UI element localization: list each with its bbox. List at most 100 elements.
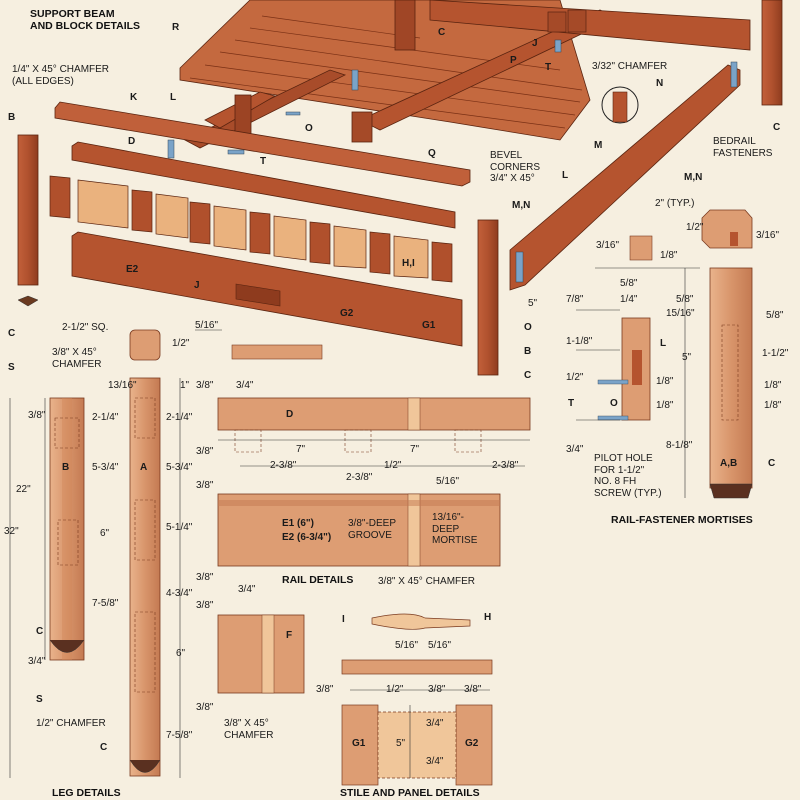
part-label-s: S	[36, 694, 43, 705]
part-label-t: T	[260, 156, 267, 167]
note-chamfer-quarter: 1/4" X 45° CHAMFER (ALL EDGES)	[12, 64, 110, 87]
dim-label: 1/2"	[384, 460, 402, 471]
part-label-l: L	[660, 338, 667, 349]
note-half-chamfer: 1/2" CHAMFER	[36, 718, 106, 729]
note-chamfer-rail: 3/8" X 45° CHAMFER	[378, 576, 476, 587]
part-label-c: C	[524, 370, 532, 381]
leg-top-square	[129, 329, 161, 361]
rail-f-detail	[217, 614, 305, 694]
title-support-beam: SUPPORT BEAM AND BLOCK DETAILS	[30, 8, 141, 33]
dim-label: 1/8"	[764, 380, 782, 391]
dim-label: 1/8"	[660, 250, 678, 261]
dim-label: 7/8"	[566, 294, 584, 305]
dim-label: 3/8"	[196, 702, 214, 713]
leg-b-left	[17, 134, 39, 286]
dim-label: 8-1/8"	[666, 440, 693, 451]
part-label-p: P	[510, 55, 517, 66]
leg-a-detail	[129, 377, 161, 777]
dim-label: 1-1/8"	[566, 336, 593, 347]
dim-label: 3/8"	[196, 572, 214, 583]
part-label-o: O	[610, 398, 618, 409]
leg-b-right	[477, 219, 499, 376]
dim-label: 5/16"	[195, 320, 219, 331]
dim-label: 1/2"	[172, 338, 190, 349]
part-label-m: M	[594, 140, 603, 151]
rail-d-detail	[217, 397, 531, 431]
dim-label: 3/4"	[28, 656, 46, 667]
dim-label: 3/16"	[756, 230, 780, 241]
part-label-t: T	[545, 62, 552, 73]
part-label-l: L	[562, 170, 569, 181]
dim-label: 1/4"	[620, 294, 638, 305]
dim-label: 5/8"	[766, 310, 784, 321]
dim-label: 5-3/4"	[92, 462, 119, 473]
dim-label: 3/8"	[428, 684, 446, 695]
note-bedrail-fasteners: BEDRAIL FASTENERS	[713, 136, 773, 159]
dim-label: 2-3/8"	[346, 472, 373, 483]
dim-label: 5/16"	[436, 476, 460, 487]
part-label-n: N	[656, 78, 664, 89]
part-label-k: K	[130, 92, 138, 103]
dim-label: 1/2"	[566, 372, 584, 383]
dim-label: 2-3/8"	[270, 460, 297, 471]
dim-label: 5-3/4"	[166, 462, 193, 473]
part-label-b: B	[62, 462, 70, 473]
dim-label: 32"	[4, 526, 19, 537]
part-label-g1: G1	[352, 738, 366, 749]
dim-label: 5"	[396, 738, 406, 749]
dim-label: 3/8"	[196, 480, 214, 491]
dim-label: 15/16"	[666, 308, 695, 319]
part-label-mn: M,N	[684, 172, 703, 183]
part-label-t: T	[568, 398, 575, 409]
part-label-a: A	[140, 462, 148, 473]
note-bevel-corners: BEVEL CORNERS 3/4" X 45°	[490, 150, 541, 184]
dim-label: 3/4"	[238, 584, 256, 595]
part-label-mn: M,N	[512, 200, 531, 211]
part-label-b: B	[524, 346, 532, 357]
part-label-c: C	[8, 328, 16, 339]
stiles-and-panels	[49, 175, 453, 283]
part-label-g2: G2	[465, 738, 479, 749]
dim-label: 3/8"	[316, 684, 334, 695]
note-chamfer-3-8: 3/8" X 45° CHAMFER	[52, 347, 102, 370]
dim-label: 13/16"	[108, 380, 137, 391]
part-label-j: J	[532, 38, 538, 49]
dim-label: 1-1/2"	[762, 348, 789, 359]
dim-label: 3/4"	[236, 380, 254, 391]
dim-label: 3/4"	[426, 756, 444, 767]
title-stile-panel: STILE AND PANEL DETAILS	[340, 787, 480, 799]
part-label-c: C	[100, 742, 108, 753]
part-label-g2: G2	[340, 308, 354, 319]
dim-label: 2-3/8"	[492, 460, 519, 471]
dim-label: 3/4"	[426, 718, 444, 729]
dim-label: 5"	[528, 298, 538, 309]
part-label-c: C	[36, 626, 44, 637]
note-e2: E2 (6-3/4")	[282, 532, 332, 543]
dim-label: 5/16"	[428, 640, 452, 651]
part-label-j: J	[194, 280, 200, 291]
part-label-ab: A,B	[720, 458, 738, 469]
dim-label: 1/8"	[764, 400, 782, 411]
part-label-i: I	[342, 614, 345, 625]
dim-label: 4-3/4"	[166, 588, 193, 599]
dim-label: 3/8"	[196, 446, 214, 457]
title-leg-details: LEG DETAILS	[52, 787, 121, 799]
dim-label: 2-1/4"	[166, 412, 193, 423]
part-label-o: O	[524, 322, 532, 333]
dim-label: 2-1/4"	[92, 412, 119, 423]
dim-label: 1/8"	[656, 376, 674, 387]
leg-top-right	[761, 0, 783, 106]
note-mortise: 13/16"- DEEP MORTISE	[432, 512, 478, 546]
part-label-e2: E2	[126, 264, 139, 275]
dim-label: 1/2"	[686, 222, 704, 233]
title-rail-fastener: RAIL-FASTENER MORTISES	[611, 514, 753, 526]
rail-k	[54, 101, 471, 187]
part-label-r: R	[172, 22, 180, 33]
dim-label: 22"	[16, 484, 31, 495]
dim-label: 5/16"	[395, 640, 419, 651]
dim-label: 6"	[176, 648, 186, 659]
note-typ: 2" (TYP.)	[655, 198, 695, 209]
part-label-q: Q	[428, 148, 436, 159]
part-label-hi: H,I	[402, 258, 415, 269]
